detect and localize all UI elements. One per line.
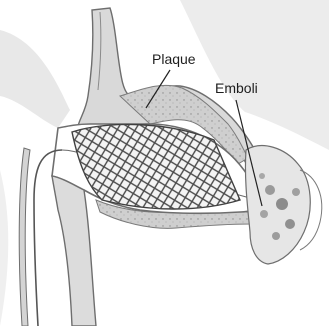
emboli-label: Emboli: [215, 80, 258, 96]
plaque-label: Plaque: [152, 51, 196, 67]
emboli-cluster: [245, 146, 321, 264]
